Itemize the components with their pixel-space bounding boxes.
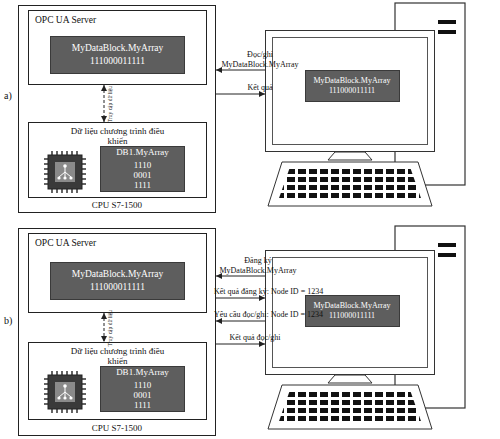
chip-icon <box>44 371 86 413</box>
edge-label: Kết quả đăng ký: Node ID = 1234 <box>214 287 364 297</box>
message-arrow <box>216 344 265 345</box>
data-area-box: Dữ liệu chương trình điều khiểnDB1.MyArr… <box>28 342 207 420</box>
db-text: DB1.MyArray <box>116 367 169 377</box>
panel-label: b) <box>4 315 12 326</box>
tag-text: 111000011111 <box>90 282 145 293</box>
server-title: OPC UA Server <box>35 15 96 26</box>
screen-text: 111000011111 <box>329 311 375 320</box>
edge-label: Đăng ký MyDataBlock.MyArray <box>208 256 308 275</box>
access-arrow <box>104 313 105 342</box>
server-title: OPC UA Server <box>35 238 96 249</box>
edge-label: Truy cập dữ liệu <box>107 86 114 122</box>
tag-text: 111000011111 <box>90 56 145 67</box>
edge-label: Truy cập dữ liệu <box>107 310 114 346</box>
tag-box: MyDataBlock.MyArray 111000011111 <box>50 36 185 74</box>
screen-text: MyDataBlock.MyArray <box>313 76 390 85</box>
access-arrow <box>104 85 105 122</box>
message-arrow <box>216 321 265 322</box>
message-arrow <box>216 94 265 95</box>
screen-text: MyDataBlock.MyArray <box>313 301 390 310</box>
panel-label: a) <box>4 90 12 101</box>
computer-monitor: MyDataBlock.MyArray111000011111 <box>265 30 435 152</box>
tag-box: MyDataBlock.MyArray 111000011111 <box>50 262 185 300</box>
edge-label: Kết quả <box>210 83 310 93</box>
edge-label: Kết quả đọc/ghi <box>205 333 305 343</box>
message-arrow <box>216 298 265 299</box>
db-box: DB1.MyArray 1110 0001 1111 <box>100 146 185 192</box>
db-text: 1110 0001 1111 <box>129 160 157 191</box>
area-title: Dữ liệu chương trình điều khiển <box>64 346 172 367</box>
server-box: OPC UA ServerMyDataBlock.MyArray 11100001… <box>28 10 207 85</box>
cpu-frame: CPU S7-1500 OPC UA ServerMyDataBlock.MyAr… <box>18 5 216 213</box>
tag-text: MyDataBlock.MyArray <box>72 269 164 280</box>
screen-text: 111000011111 <box>329 86 375 95</box>
db-text: 1110 0001 1111 <box>129 380 157 411</box>
message-arrow <box>216 70 265 71</box>
message-arrow <box>216 276 265 277</box>
cpu-name: CPU S7-1500 <box>19 200 215 210</box>
server-box: OPC UA ServerMyDataBlock.MyArray 11100001… <box>28 233 207 313</box>
db-text: DB1.MyArray <box>116 147 169 157</box>
chip-icon <box>44 151 86 193</box>
db-box: DB1.MyArray 1110 0001 1111 <box>100 366 185 412</box>
cpu-name: CPU S7-1500 <box>19 423 215 433</box>
area-title: Dữ liệu chương trình điều khiển <box>64 126 172 147</box>
screen-box: MyDataBlock.MyArray111000011111 <box>305 70 400 102</box>
edge-label: Yêu cầu đọc/ghi: Node ID = 1234 <box>214 310 364 320</box>
edge-label: Đọc/ghi MyDataBlock.MyArray <box>210 50 310 69</box>
cpu-frame: CPU S7-1500 OPC UA ServerMyDataBlock.MyAr… <box>18 228 216 436</box>
data-area-box: Dữ liệu chương trình điều khiểnDB1.MyArr… <box>28 122 207 198</box>
tag-text: MyDataBlock.MyArray <box>72 43 164 54</box>
